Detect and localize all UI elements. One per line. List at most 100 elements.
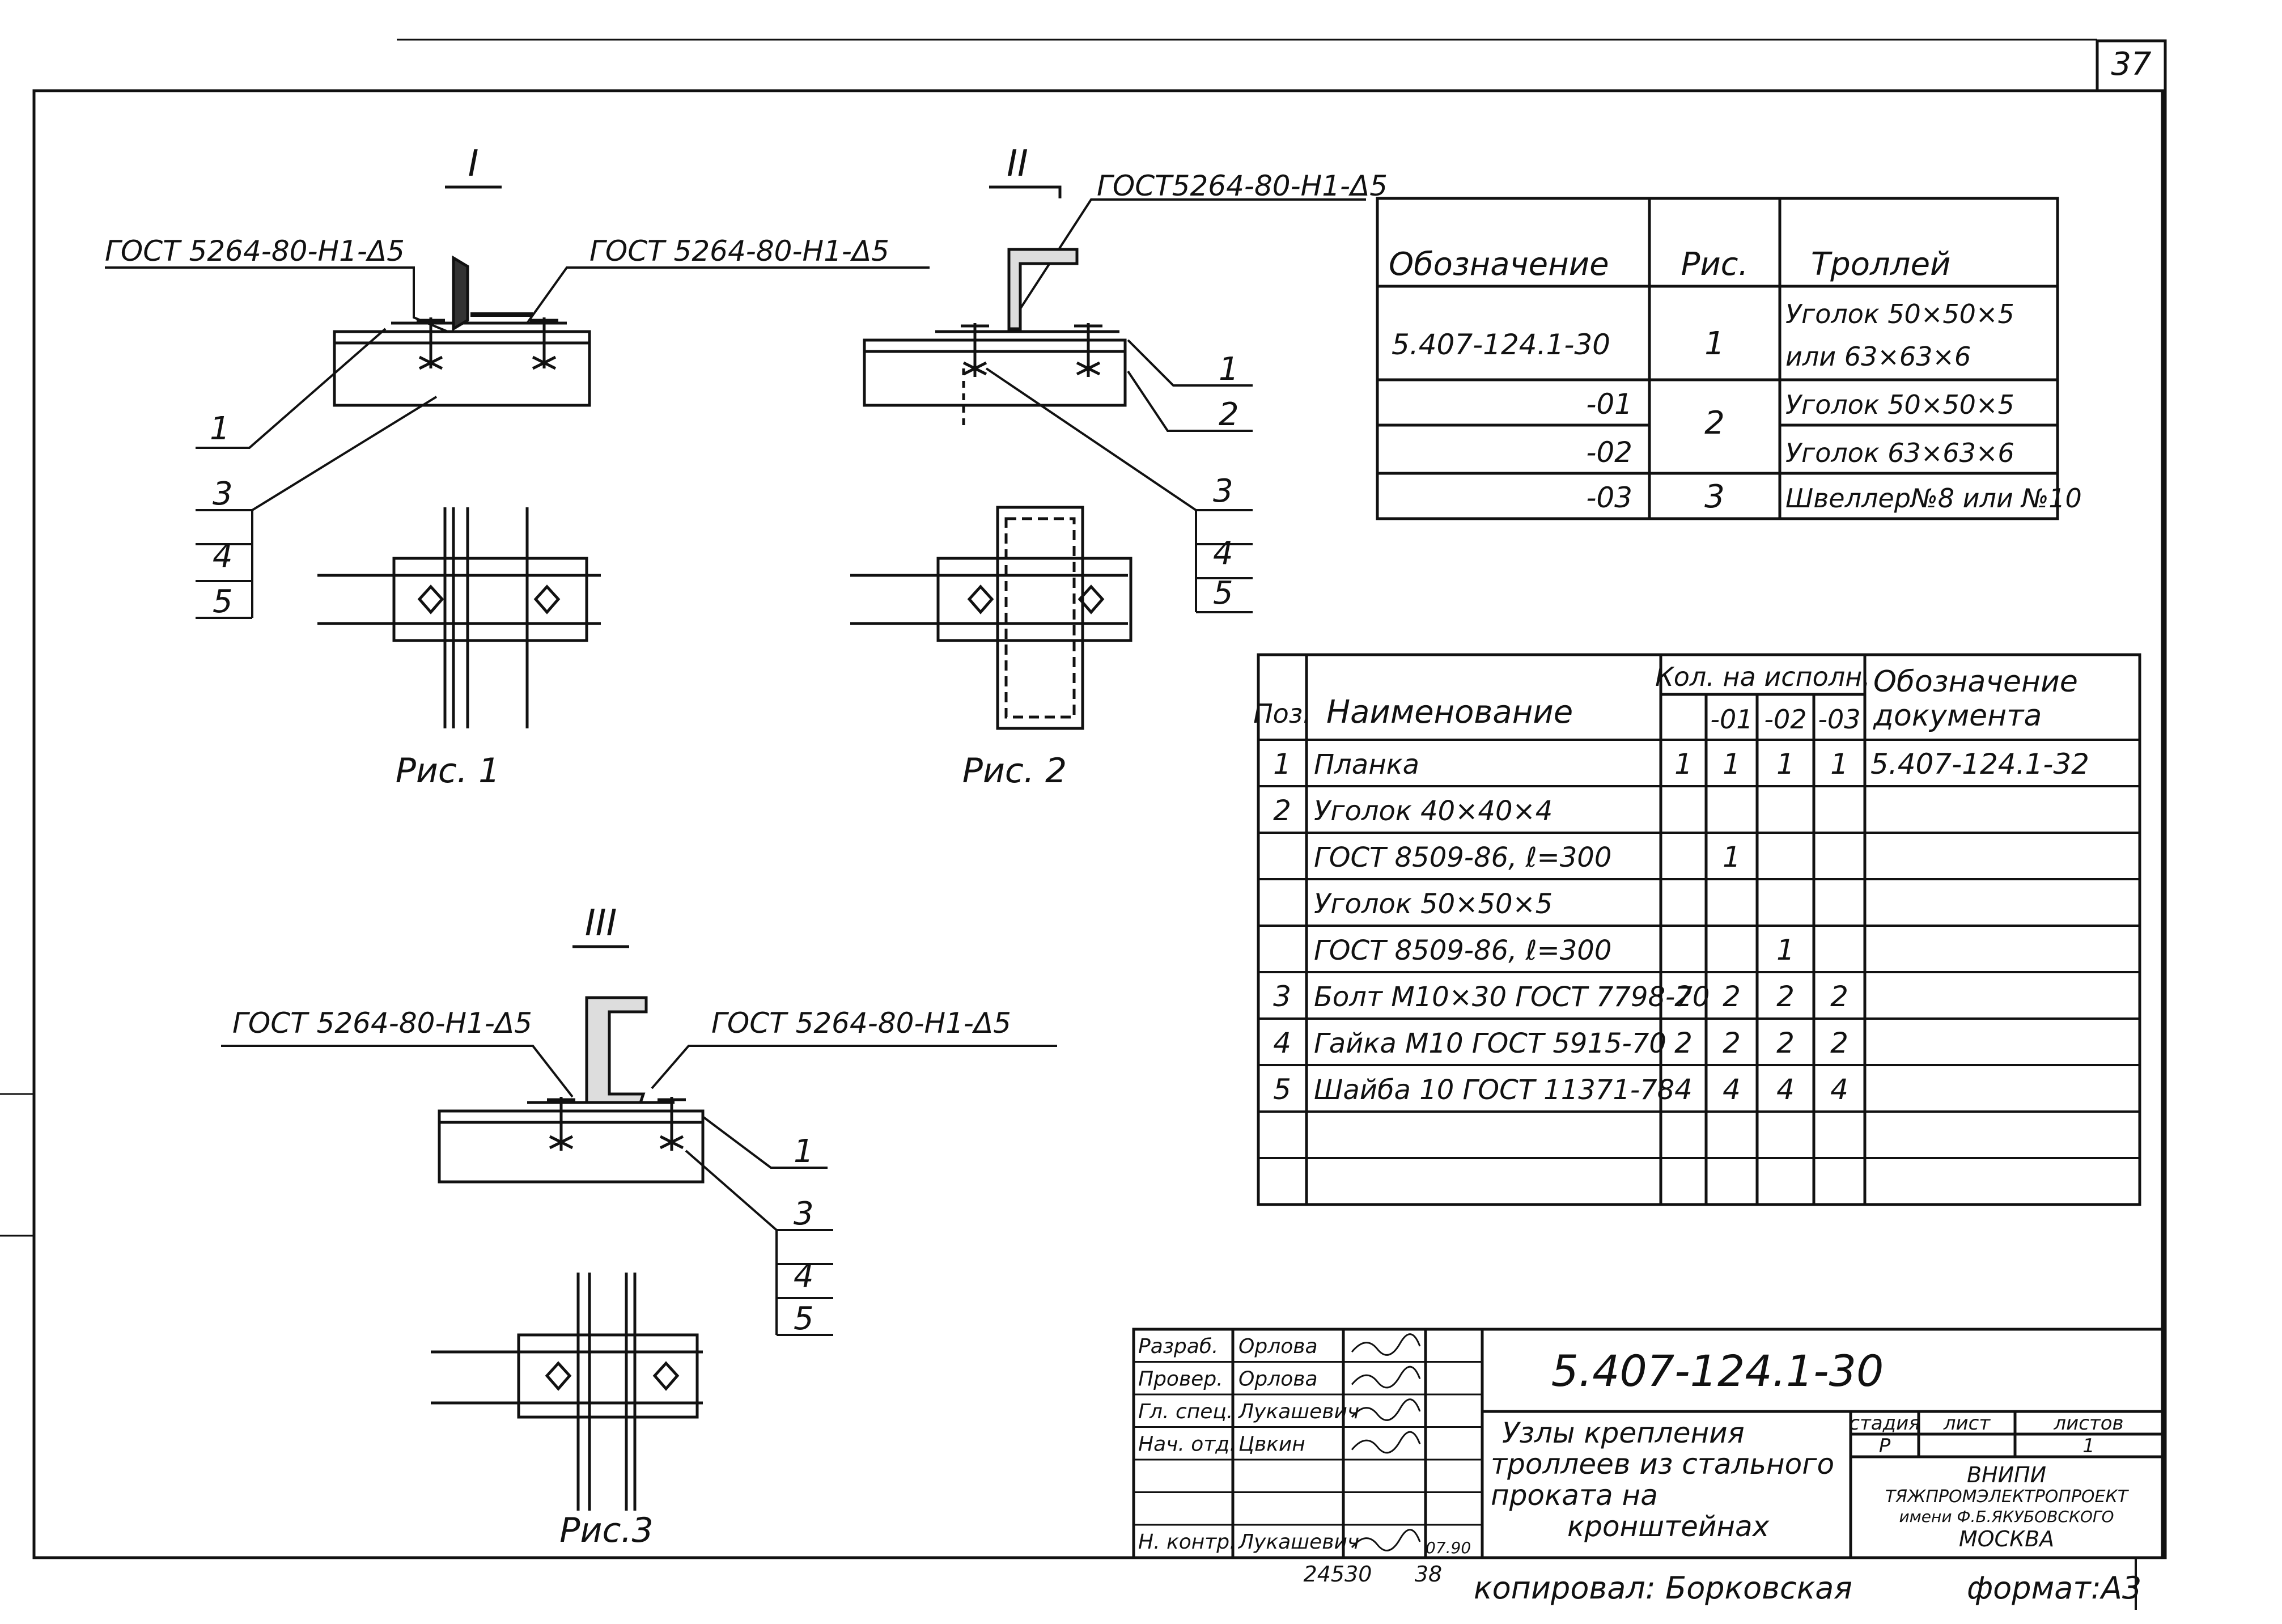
document-title: троллеев из стального <box>1491 1448 1834 1481</box>
variant-designation: 5.407-124.1-30 <box>1392 328 1610 361</box>
figure-2: II ГОСТ5264-80-Н1-Δ5 1 2 <box>850 143 1388 791</box>
variant-designation: -03 <box>1586 481 1632 514</box>
variant-trolley: или 63×63×6 <box>1785 341 1971 372</box>
variant-trolley: Швеллер№8 или №10 <box>1785 483 2082 514</box>
signature-role: Разраб. <box>1138 1335 1218 1358</box>
callout-fig2-4: 4 <box>1213 535 1233 572</box>
approval-date: 07.90 <box>1426 1538 1471 1557</box>
spec-row-qty: 2 <box>1674 1027 1693 1059</box>
callout-fig1-1: 1 <box>210 410 230 447</box>
signature-name: Лукашевич <box>1237 1400 1359 1423</box>
callout-fig1-5: 5 <box>213 583 233 620</box>
spec-header-doc: документа <box>1873 699 2042 733</box>
signature-role: Провер. <box>1138 1368 1223 1391</box>
page-number: 37 <box>2111 46 2152 83</box>
variants-header-fig: Рис. <box>1681 246 1749 283</box>
sheets-label: листов <box>2053 1412 2123 1435</box>
spec-table: Поз. Наименование Кол. на исполн. -01 -0… <box>1253 653 2141 1206</box>
signature-role: Гл. спец. <box>1138 1400 1233 1423</box>
organization: МОСКВА <box>1959 1527 2054 1551</box>
spec-row-qty: 2 <box>1830 1027 1848 1059</box>
variant-trolley: Уголок 50×50×5 <box>1785 389 2014 420</box>
spec-row-qty: 4 <box>1723 1073 1741 1106</box>
callout-fig3-4: 4 <box>794 1258 814 1295</box>
signature-role: Нач. отд. <box>1138 1433 1236 1456</box>
spec-row-qty: 4 <box>1776 1073 1795 1106</box>
signature-scribble <box>1351 1431 1421 1454</box>
spec-header-doc: Обозначение <box>1873 665 2078 699</box>
sheet-frame <box>0 39 2167 1610</box>
section-view-fig1 <box>333 255 591 407</box>
variant-trolley: Уголок 50×50×5 <box>1785 299 2014 329</box>
plan-view-fig2 <box>850 506 1132 730</box>
callout-fig2-2: 2 <box>1219 396 1239 433</box>
signature-scribble <box>1351 1398 1421 1421</box>
spec-header-name: Наименование <box>1326 694 1573 731</box>
copied-by: копировал: Борковская <box>1474 1570 1852 1606</box>
variant-designation: -01 <box>1586 388 1632 421</box>
callout-fig2-1: 1 <box>1219 351 1239 388</box>
organization: ТЯЖПРОМЭЛЕКТРОПРОЕКТ <box>1885 1487 2130 1507</box>
caption-fig2: Рис. 2 <box>962 751 1067 791</box>
document-title: кронштейнах <box>1567 1510 1770 1543</box>
spec-row-pos: 1 <box>1273 748 1291 781</box>
signature-scribble <box>1351 1333 1421 1356</box>
signature-scribble <box>1351 1529 1421 1551</box>
callout-stack-fig3 <box>775 1229 833 1336</box>
callout-fig3-5: 5 <box>794 1300 814 1337</box>
callout-stack-fig2 <box>1195 509 1253 613</box>
spec-row-name: Планка <box>1314 749 1419 781</box>
spec-row-qty: 2 <box>1776 1027 1795 1059</box>
spec-row-qty: 1 <box>1723 841 1741 874</box>
spec-row-pos: 5 <box>1273 1073 1291 1106</box>
weld-label-fig2: ГОСТ5264-80-Н1-Δ5 <box>1097 169 1388 202</box>
sheet-format: формат:А3 <box>1967 1570 2141 1606</box>
callout-fig3-1: 1 <box>794 1133 814 1170</box>
archive-number: 24530 <box>1304 1562 1372 1587</box>
spec-row-name: Уголок 40×40×4 <box>1314 795 1553 827</box>
spec-row-qty: 2 <box>1723 980 1741 1013</box>
spec-row-qty: 2 <box>1776 980 1795 1013</box>
document-number: 5.407-124.1-30 <box>1551 1346 1884 1396</box>
spec-header-qty-col: -01 <box>1710 704 1753 735</box>
caption-fig1: Рис. 1 <box>396 751 500 791</box>
spec-row-name: Болт М10×30 ГОСТ 7798-70 <box>1314 981 1710 1013</box>
variant-designation: -02 <box>1586 436 1632 469</box>
spec-row-pos: 2 <box>1273 794 1291 827</box>
sheet-label: лист <box>1943 1412 1991 1435</box>
archive-sheet: 38 <box>1415 1562 1442 1587</box>
spec-header-qty-col: -02 <box>1764 704 1806 735</box>
section-mark-2: II <box>1007 143 1028 185</box>
document-title: Узлы крепления <box>1502 1417 1745 1449</box>
document-title: проката на <box>1491 1479 1658 1512</box>
callout-fig2-3: 3 <box>1213 473 1233 510</box>
stage-value: Р <box>1879 1435 1891 1457</box>
spec-row-qty: 2 <box>1723 1027 1741 1059</box>
sheets-value: 1 <box>2082 1435 2095 1457</box>
spec-row: ГОСТ 8509-86, ℓ=300 1 <box>1314 841 1741 874</box>
section-mark-1: I <box>468 143 479 185</box>
callout-fig3-3: 3 <box>794 1195 814 1232</box>
variant-fig: 1 <box>1704 325 1725 362</box>
signature-name: Цвкин <box>1238 1433 1305 1456</box>
spec-row-qty: 1 <box>1723 748 1741 781</box>
variants-header-trolley: Троллей <box>1811 246 1950 283</box>
weld-label-fig3-left: ГОСТ 5264-80-Н1-Δ5 <box>232 1007 532 1040</box>
spec-row-name: ГОСТ 8509-86, ℓ=300 <box>1314 842 1611 874</box>
callout-fig1-4: 4 <box>213 538 233 575</box>
organization: имени Ф.Б.ЯКУБОВСКОГО <box>1899 1507 2114 1526</box>
signature-name: Орлова <box>1238 1368 1318 1391</box>
weld-label-fig1-left: ГОСТ 5264-80-Н1-Δ5 <box>105 235 405 268</box>
section-view-fig2 <box>863 248 1127 425</box>
spec-row: Уголок 50×50×5 <box>1314 888 1553 920</box>
signature-role: Н. контр. <box>1138 1530 1236 1554</box>
callout-stack-fig1 <box>196 509 253 619</box>
spec-row-name: Уголок 50×50×5 <box>1314 888 1553 920</box>
callout-fig1-3: 3 <box>213 476 233 512</box>
